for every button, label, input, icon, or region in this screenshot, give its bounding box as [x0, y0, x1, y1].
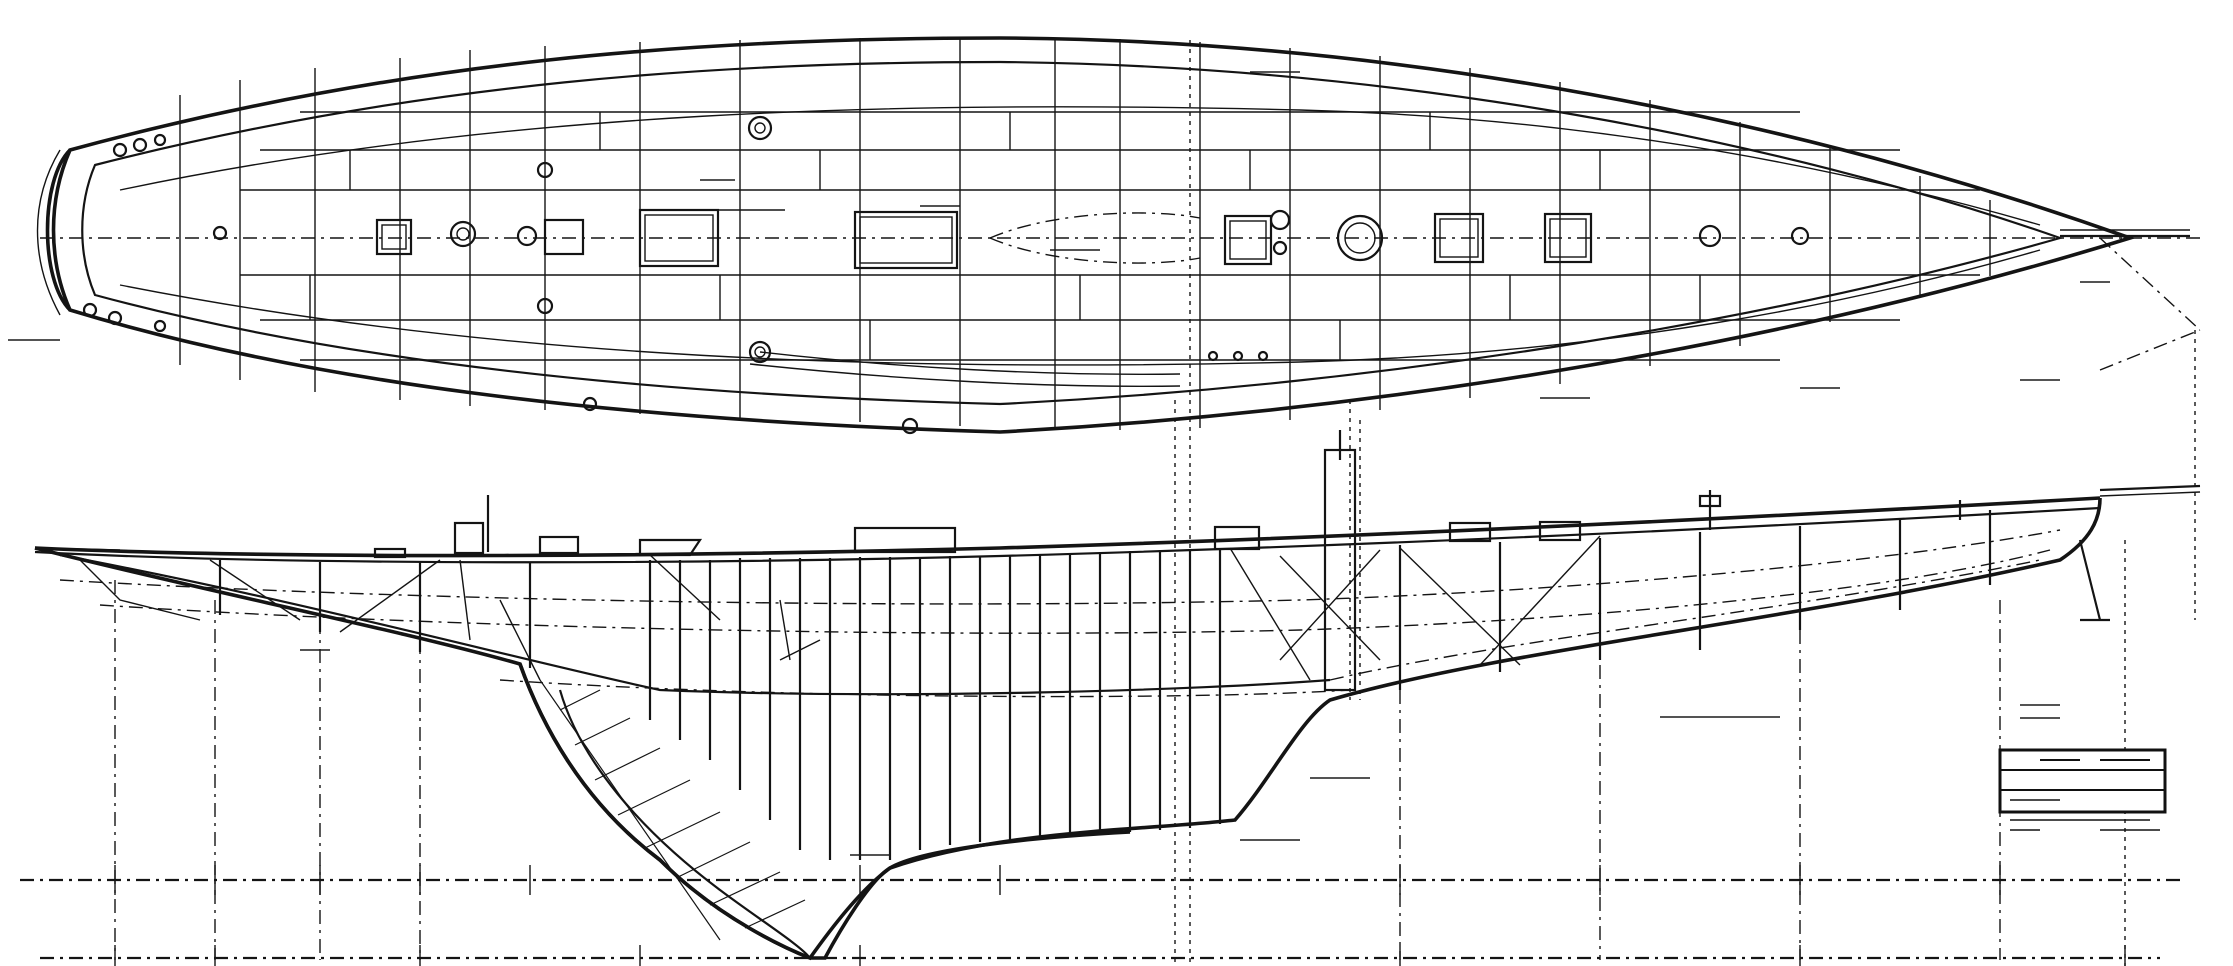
hatch-6 [1433, 212, 1485, 264]
profile-station-lines [1174, 40, 2196, 966]
title-block [1998, 748, 2167, 831]
profile-baselines [20, 878, 2180, 960]
profile-view [20, 40, 2201, 966]
skylight-aft [538, 535, 580, 555]
profile-diagonals [209, 535, 1601, 681]
plan-hatches [375, 208, 1593, 270]
deck-plan-view [8, 36, 2201, 435]
profile-ballast-keel [518, 663, 1131, 961]
profile-deck-fittings [373, 430, 2110, 692]
profile-frames [218, 510, 1992, 860]
profile-sheer-line [34, 496, 2101, 558]
hatch-7 [1543, 212, 1593, 264]
hatch-2 [543, 218, 585, 256]
title-block-frame [1998, 748, 2167, 814]
plan-longitudinals [119, 106, 2041, 366]
hatch-5 [1223, 214, 1273, 266]
profile-keel-hatching [539, 679, 806, 941]
companion [453, 521, 485, 555]
profile-section-lines [114, 580, 2001, 960]
plan-inner-deck-edge [81, 60, 2064, 406]
plan-annotation-marks [8, 71, 2110, 399]
plan-round-fittings [82, 115, 1810, 435]
hatch-1 [375, 218, 413, 256]
hatch-forward [1213, 525, 1261, 551]
profile-rudder [34, 547, 821, 681]
hatch-4 [853, 210, 959, 270]
profile-stringers [59, 529, 2061, 698]
profile-annotation-marks [300, 649, 2060, 856]
plan-outer-sheer [51, 36, 2136, 434]
plan-plank-butts [309, 112, 1701, 360]
plan-stem [45, 148, 72, 312]
skylight-main [853, 526, 957, 554]
